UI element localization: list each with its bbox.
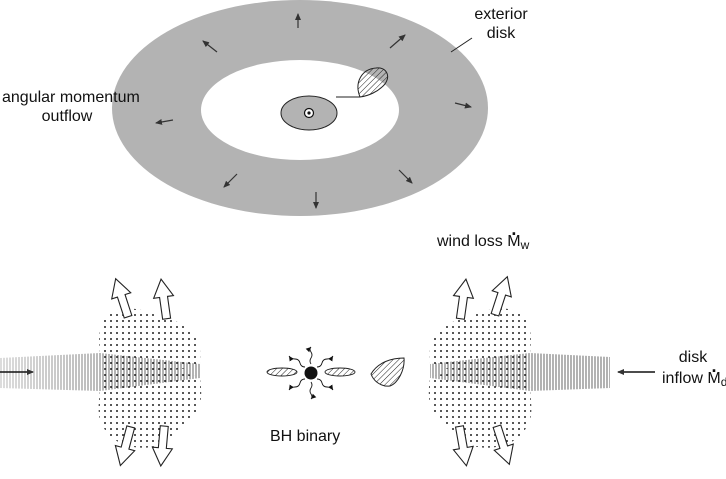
outflow-arrow: [398, 169, 413, 184]
radiation-arrows: [288, 346, 334, 400]
wind-arrow-down: [452, 425, 474, 467]
radiation-arrow: [288, 378, 306, 391]
companion-star-bottom: [370, 357, 405, 387]
radiation-arrow: [288, 355, 306, 368]
left-wind-torus: [98, 308, 202, 448]
outflow-arrow: [223, 173, 238, 188]
wind-loss-symbol: M: [507, 232, 520, 251]
wind-loss-text: wind loss: [437, 233, 503, 250]
disk-inflow-subscript: d: [720, 375, 726, 389]
bh-binary-label: BH binary: [270, 428, 341, 445]
black-hole-dot: [307, 111, 311, 115]
wind-arrow-up: [490, 275, 512, 317]
angular-momentum-line1: angular momentum: [2, 89, 140, 106]
angular-momentum-line2: outflow: [41, 108, 93, 125]
radiation-arrow: [305, 346, 313, 365]
right-wind-torus: [428, 308, 532, 448]
radiation-arrow: [316, 355, 334, 368]
wind-arrow-down: [114, 425, 136, 467]
radiation-arrow: [309, 381, 317, 400]
wind-arrows: [111, 275, 514, 468]
bh-disk-left: [266, 367, 298, 377]
outflow-arrow: [389, 34, 406, 49]
exterior-disk-label: exterior disk: [466, 5, 536, 43]
wind-loss-subscript: w: [520, 238, 530, 252]
black-hole: [304, 366, 318, 380]
bh-disk-right: [324, 367, 356, 377]
outflow-arrow: [155, 119, 174, 125]
angular-momentum-label: angular momentum outflow: [2, 88, 140, 126]
companion-star-top: [357, 67, 389, 98]
wind-arrow-down: [151, 425, 174, 468]
exterior-disk-pointer: [450, 37, 473, 53]
wind-arrow-up: [152, 278, 175, 320]
wind-arrow-up: [452, 278, 475, 320]
outflow-arrow: [454, 102, 472, 109]
disk-inflow-line2: inflow Md: [662, 369, 726, 392]
disk-inflow-line1: disk: [678, 349, 708, 366]
wind-arrow-down: [492, 424, 514, 466]
exterior-disk-line2: disk: [486, 25, 516, 42]
wind-loss-label: wind loss Mw: [437, 232, 529, 255]
wind-arrow-up: [111, 277, 133, 319]
exterior-disk-line1: exterior: [474, 6, 528, 23]
disk-inflow-symbol: M: [707, 369, 720, 388]
radiation-arrow: [316, 378, 334, 391]
disk-inflow-text: inflow: [662, 370, 703, 387]
bh-binary-group: [266, 357, 405, 387]
disk-inflow-label: disk inflow Md: [662, 348, 726, 392]
outflow-arrow: [202, 40, 218, 53]
angular-momentum-arrows: [155, 13, 472, 209]
